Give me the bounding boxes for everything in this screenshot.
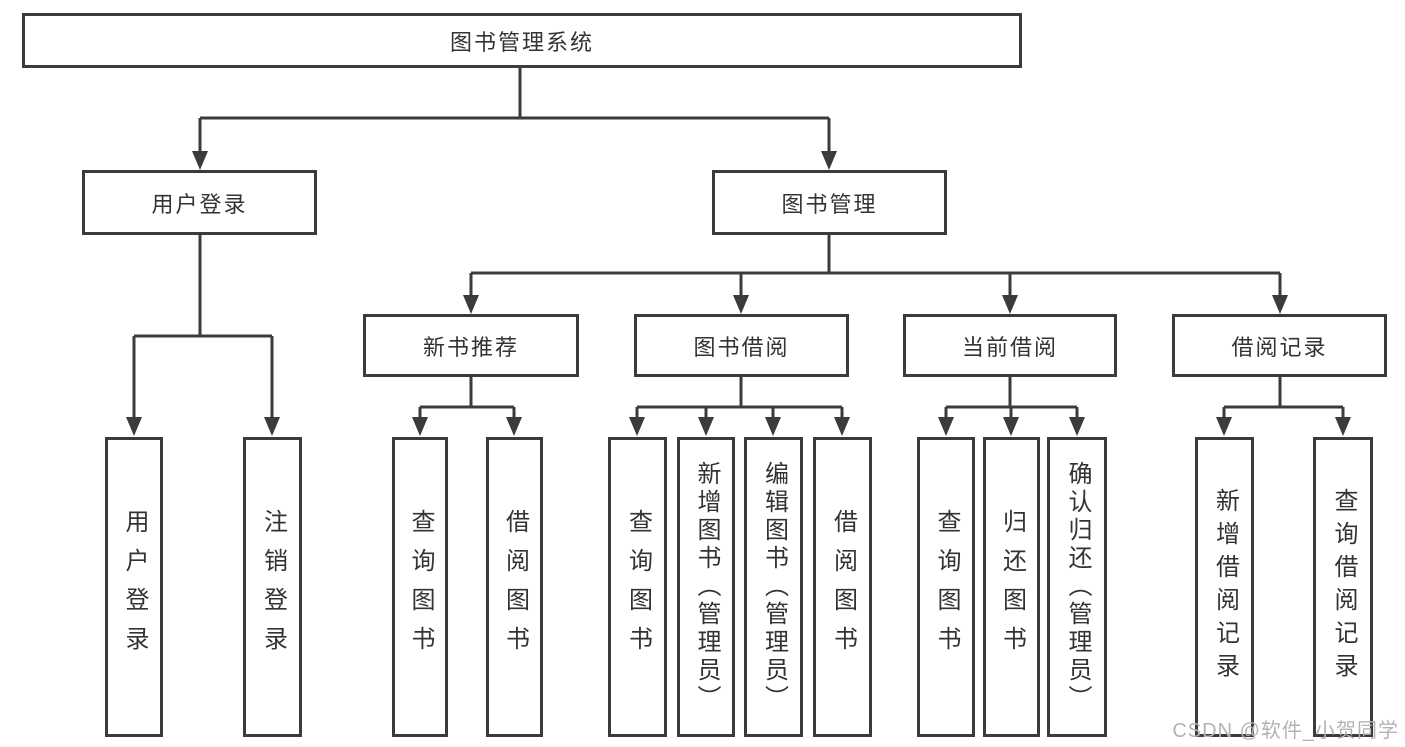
arrow-down-icon [192,151,208,170]
arrow-down-icon [834,417,850,436]
connector-path [132,68,1345,419]
arrow-down-icon [126,417,142,436]
arrow-down-icon [938,417,954,436]
arrow-down-icon [733,295,749,314]
arrow-down-icon [463,295,479,314]
leaf-borrow-add: 新增图书（管理员） [677,437,735,737]
arrow-down-icon [1335,417,1351,436]
arrow-down-icon [1216,417,1232,436]
leaf-current-return: 归还图书 [983,437,1040,737]
arrow-down-icon [765,417,781,436]
arrow-down-icon [412,417,428,436]
node-current-borrow: 当前借阅 [903,314,1117,377]
leaf-newbook-borrow: 借阅图书 [486,437,543,737]
leaf-borrow-edit: 编辑图书（管理员） [744,437,803,737]
node-root: 图书管理系统 [22,13,1022,68]
arrow-down-icon [629,417,645,436]
node-borrow-records: 借阅记录 [1172,314,1387,377]
leaf-login-logout: 注销登录 [243,437,302,737]
arrow-down-icon [1003,417,1019,436]
arrowheads [126,151,1351,436]
arrow-down-icon [821,151,837,170]
arrow-down-icon [264,417,280,436]
leaf-records-query: 查询借阅记录 [1313,437,1373,737]
leaf-login-user: 用户登录 [105,437,163,737]
node-book-borrow: 图书借阅 [634,314,849,377]
leaf-newbook-query: 查询图书 [392,437,448,737]
node-user-login: 用户登录 [82,170,317,235]
arrow-down-icon [698,417,714,436]
node-book-management: 图书管理 [712,170,947,235]
leaf-records-add: 新增借阅记录 [1195,437,1254,737]
watermark: CSDN @软件_小贺同学 [1172,720,1399,742]
leaf-borrow-borrow: 借阅图书 [813,437,872,737]
arrow-down-icon [1272,295,1288,314]
arrow-down-icon [506,417,522,436]
leaf-current-query: 查询图书 [917,437,975,737]
leaf-current-confirm: 确认归还（管理员） [1047,437,1107,737]
node-new-book-recommend: 新书推荐 [363,314,579,377]
leaf-borrow-query: 查询图书 [608,437,667,737]
arrow-down-icon [1002,295,1018,314]
arrow-down-icon [1069,417,1085,436]
